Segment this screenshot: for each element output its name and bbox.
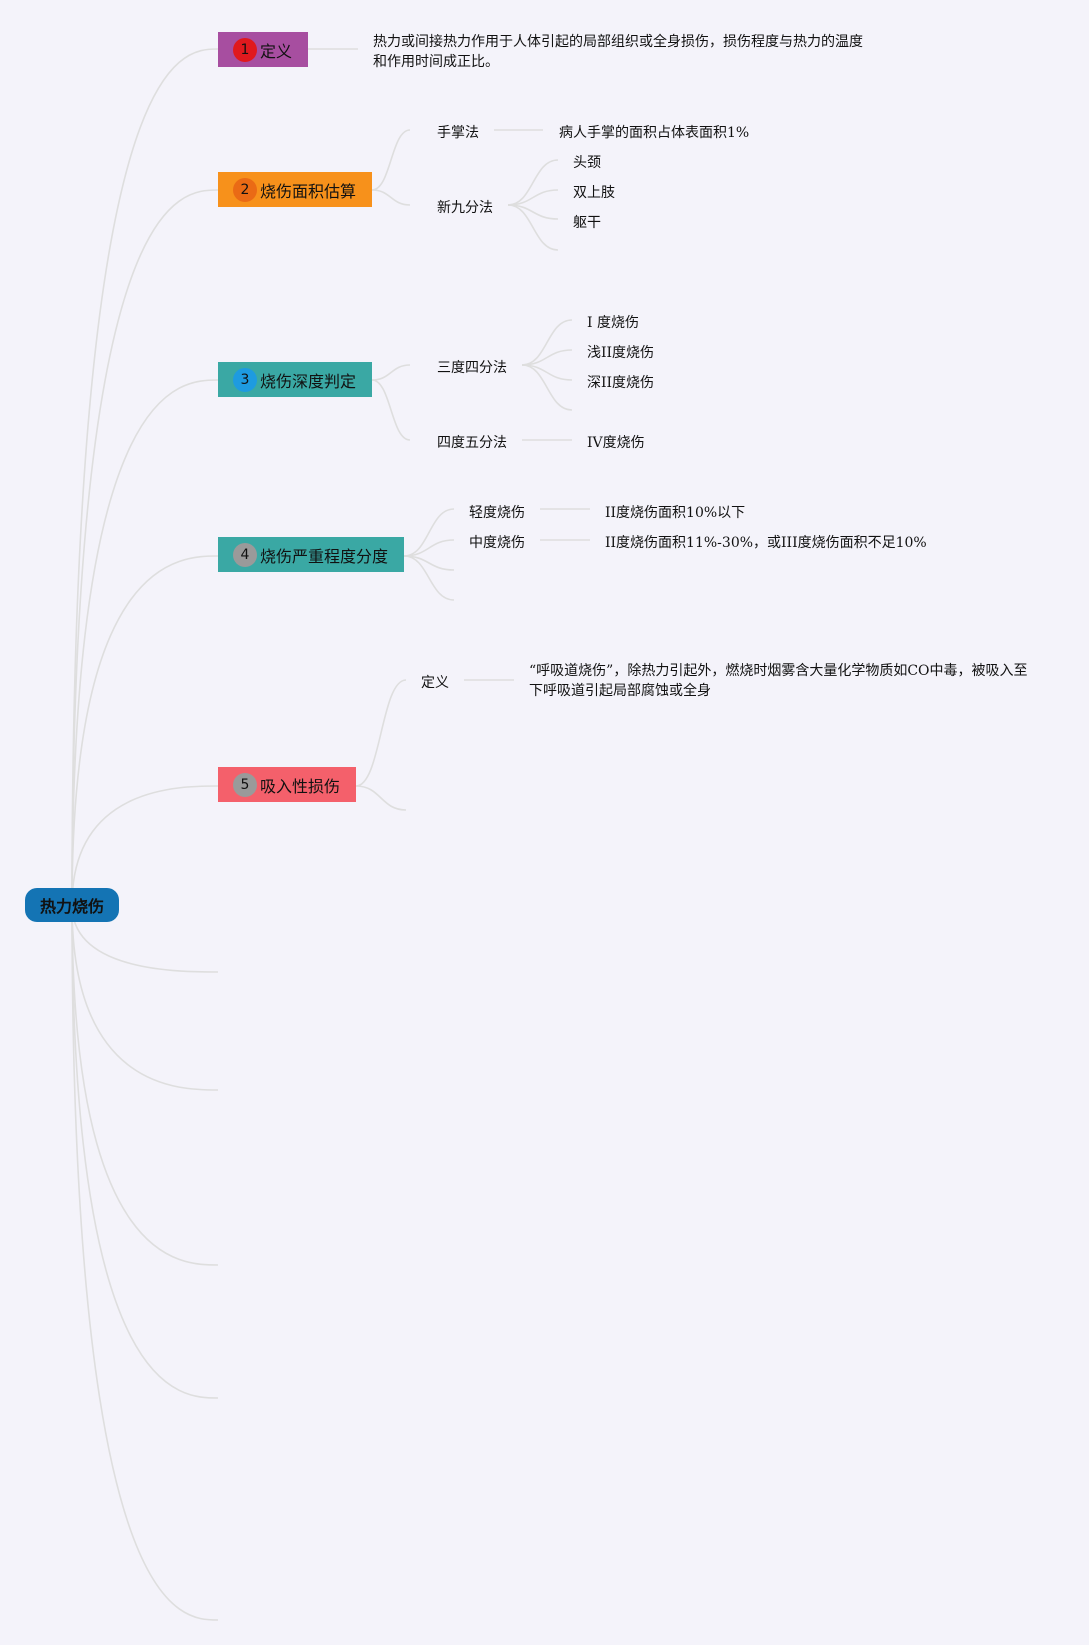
- topic-label: 定义: [260, 41, 293, 61]
- burn-depth-item: IV度烧伤: [587, 435, 645, 451]
- topic-label: 烧伤面积估算: [260, 181, 357, 201]
- number-2-icon: 2: [233, 177, 257, 202]
- connector-line: [371, 379, 411, 441]
- connector-line: [507, 204, 559, 251]
- connector-line: [371, 364, 411, 381]
- root-branch-line: [71, 189, 219, 906]
- rule-of-nines-item: 头颈: [573, 155, 601, 171]
- root-branch-line: [71, 904, 219, 1266]
- subtopic-four-degree-five-part[interactable]: 四度五分法: [437, 435, 507, 451]
- connector-line: [507, 159, 559, 206]
- mild-burn-detail: II度烧伤面积10%以下: [605, 505, 746, 521]
- connector-line: [371, 129, 411, 191]
- root-branch-line: [71, 904, 219, 1091]
- topic-burn-depth-assessment[interactable]: 3 烧伤深度判定: [218, 362, 372, 397]
- root-branch-line: [71, 904, 219, 1399]
- number-4-icon: 4: [233, 542, 257, 567]
- palm-method-detail: 病人手掌的面积占体表面积1%: [559, 125, 750, 141]
- topic-label: 烧伤严重程度分度: [260, 546, 389, 566]
- number-1-icon: 1: [233, 37, 257, 62]
- connector-line: [403, 508, 455, 557]
- inhalation-definition-detail: “呼吸道烧伤”，除热力引起外，燃烧时烟雾含大量化学物质如CO中毒，被吸入至下呼吸…: [529, 663, 1028, 699]
- connector-line: [371, 189, 411, 206]
- connector-line: [521, 364, 573, 411]
- number-5-icon: 5: [233, 772, 257, 797]
- topic-burn-severity-grading[interactable]: 4 烧伤严重程度分度: [218, 537, 404, 572]
- rule-of-nines-item: 躯干: [573, 215, 601, 231]
- moderate-burn-detail: II度烧伤面积11%-30%，或III度烧伤面积不足10%: [605, 535, 927, 551]
- number-3-icon: 3: [233, 367, 257, 392]
- burn-depth-item: I 度烧伤: [587, 315, 639, 331]
- topic-label: 吸入性损伤: [260, 776, 341, 796]
- connector-line: [355, 785, 407, 811]
- topic-inhalation-injury[interactable]: 5 吸入性损伤: [218, 767, 356, 802]
- root-branch-line: [71, 48, 219, 906]
- connector-line: [403, 555, 455, 601]
- burn-depth-item: 深II度烧伤: [587, 375, 655, 391]
- definition-text: 热力或间接热力作用于人体引起的局部组织或全身损伤，损伤程度与热力的温度和作用时间…: [373, 34, 863, 70]
- connector-line: [355, 679, 407, 787]
- topic-burn-area-estimation[interactable]: 2 烧伤面积估算: [218, 172, 372, 207]
- subtopic-moderate-burn[interactable]: 中度烧伤: [469, 535, 525, 551]
- subtopic-three-degree-four-part[interactable]: 三度四分法: [437, 360, 507, 376]
- rule-of-nines-item: 双上肢: [573, 185, 615, 201]
- connector-line: [521, 319, 573, 366]
- root-branch-line: [71, 904, 219, 1621]
- root-branch-line: [71, 379, 219, 906]
- topic-label: 烧伤深度判定: [260, 371, 357, 391]
- topic-definition[interactable]: 1 定义: [218, 32, 308, 67]
- subtopic-palm-method[interactable]: 手掌法: [437, 125, 479, 141]
- burn-depth-item: 浅II度烧伤: [587, 345, 655, 361]
- subtopic-new-rule-of-nines[interactable]: 新九分法: [437, 200, 493, 216]
- root-branch-line: [71, 785, 219, 906]
- root-branch-line: [71, 555, 219, 906]
- root-node[interactable]: 热力烧伤: [25, 888, 119, 922]
- subtopic-inhalation-definition[interactable]: 定义: [421, 675, 449, 691]
- root-branch-line: [71, 904, 219, 973]
- subtopic-mild-burn[interactable]: 轻度烧伤: [469, 505, 525, 521]
